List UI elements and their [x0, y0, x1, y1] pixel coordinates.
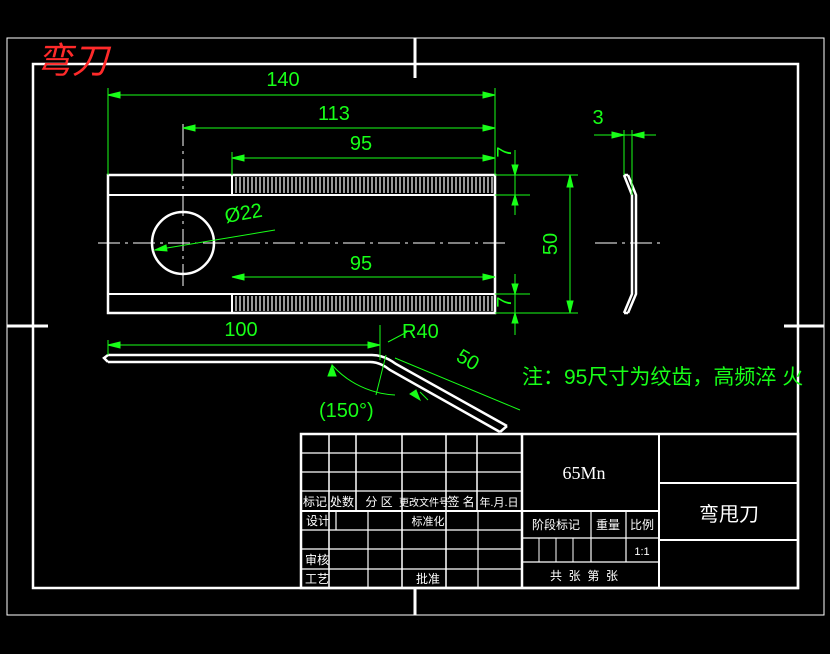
blade-outline — [106, 173, 497, 315]
tb-standardize-label: 标准化 — [412, 514, 445, 528]
bent-profile — [102, 353, 508, 434]
tb-part-name: 弯甩刀 — [699, 503, 759, 526]
treatment-note: 注：95尺寸为纹齿，高频淬 火 — [522, 366, 803, 389]
dim-edge-bottom: 7 — [494, 296, 516, 307]
dim-bend-angle: (150°) — [319, 400, 374, 422]
dim-hole-diameter: Ø22 — [223, 200, 264, 228]
serration-bottom — [235, 296, 493, 311]
dim-thickness: 3 — [592, 107, 603, 129]
tb-weight-label: 重量 — [596, 518, 620, 532]
bend-radius-label: R40 — [402, 321, 439, 343]
tb-header-zone: 分 区 — [365, 495, 392, 509]
tb-sheets: 共 张 第 张 — [550, 569, 618, 583]
bent-view — [102, 325, 521, 434]
title-block — [299, 432, 800, 590]
dim-overall-length: 140 — [266, 69, 299, 91]
dim-serration-top: 95 — [350, 133, 372, 155]
side-profile — [622, 173, 638, 315]
tb-header-date: 年.月.日 — [479, 495, 518, 509]
tb-design-label: 设计 — [306, 514, 330, 528]
front-view — [98, 124, 505, 315]
dim-serration-bottom: 95 — [350, 253, 372, 275]
centering-marks — [7, 38, 824, 615]
tb-review-label: 审核 — [305, 552, 329, 567]
tb-process-label: 工艺 — [305, 572, 329, 586]
dim-straight-length: 100 — [224, 319, 257, 341]
tb-scale-label: 比例 — [630, 518, 654, 532]
tb-approve-label: 批准 — [416, 571, 440, 586]
tb-scale-value: 1:1 — [634, 546, 649, 558]
tb-stage-mark-label: 阶段标记 — [532, 517, 580, 532]
dim-edge-top: 7 — [494, 146, 516, 157]
dim-hole-offset: 113 — [318, 103, 350, 125]
title-mark: 弯刀 — [36, 41, 112, 82]
serration-top — [235, 177, 493, 193]
tb-header-signature: 签 名 — [447, 494, 474, 509]
side-view — [594, 130, 665, 315]
dim-width: 50 — [540, 233, 562, 255]
tb-material: 65Mn — [562, 463, 605, 483]
tb-header-mark: 标记 — [303, 495, 327, 509]
dim-bent-length: 50 — [453, 345, 483, 375]
tb-header-change-doc: 更改文件号 — [399, 496, 449, 509]
tb-header-count: 处数 — [330, 494, 354, 509]
front-dimensions — [107, 88, 578, 335]
